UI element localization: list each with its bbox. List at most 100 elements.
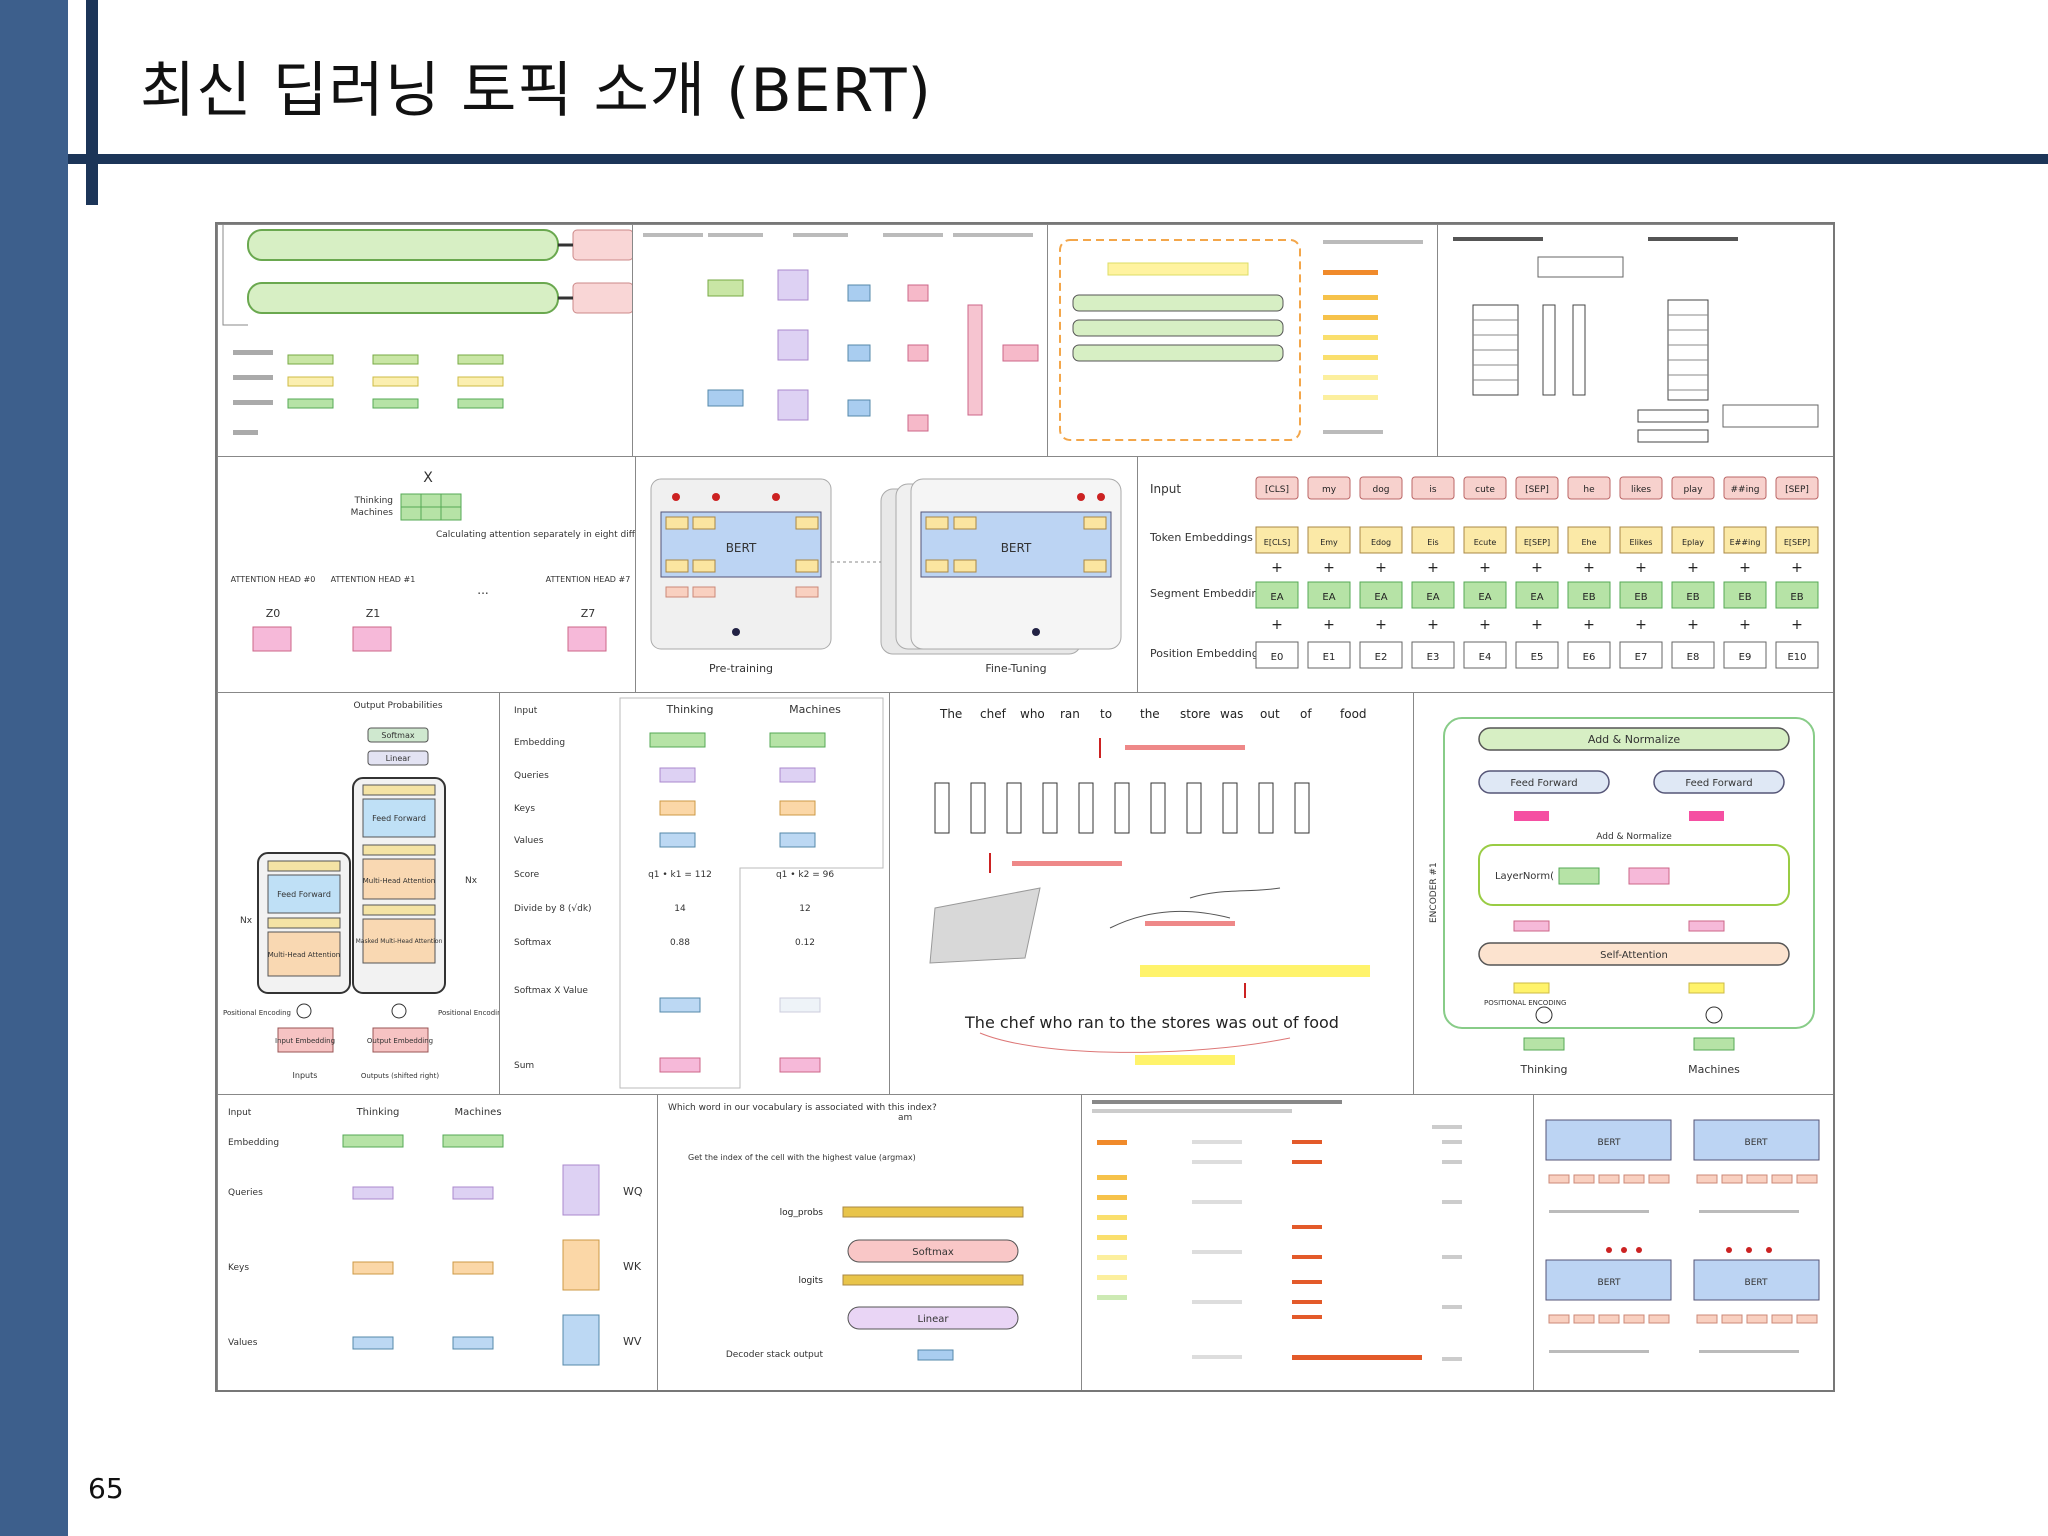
syntax-word: out (1260, 707, 1280, 721)
panel-bert-input-embeddings: Input Token Embeddings Segment Embedding… (1137, 456, 1833, 694)
segment-embedding-box (1515, 581, 1559, 609)
word-vector (1006, 782, 1022, 834)
head1-label: ATTENTION HEAD #1 (331, 575, 416, 584)
token-embedding-box (1567, 526, 1611, 554)
encoder-side-label: ENCODER #1 (1429, 862, 1439, 923)
token-input-box (1307, 476, 1351, 500)
qkv-row-embedding: Embedding (228, 1138, 279, 1148)
token-input-box (1463, 476, 1507, 500)
plus-sign: + (1687, 560, 1699, 576)
input-embedding-box: Input Embedding (275, 1037, 335, 1045)
plus-sign: + (1635, 560, 1647, 576)
qkv-row-queries: Queries (228, 1188, 263, 1198)
sa-row-label: Keys (514, 804, 535, 814)
logits-label: logits (799, 1276, 824, 1286)
plus-sign: + (1583, 560, 1595, 576)
token-input: likes (1631, 485, 1651, 495)
plus-sign: + (1479, 560, 1491, 576)
plus-sign: + (1531, 617, 1543, 633)
sa-div2: 12 (799, 904, 810, 914)
panel-encoder-block: ENCODER #1 Add & Normalize Feed Forward … (1413, 692, 1833, 1096)
token-input-box (1567, 476, 1611, 500)
position-embedding-box (1463, 641, 1507, 669)
word-vector (1294, 782, 1310, 834)
token-embedding: Elikes (1630, 538, 1653, 547)
softmax-box: Softmax (381, 731, 414, 740)
plus-sign: + (1427, 560, 1439, 576)
position-embedding-box (1359, 641, 1403, 669)
word-vector (934, 782, 950, 834)
qkv-col-machines: Machines (454, 1107, 501, 1118)
wq-label: WQ (623, 1185, 643, 1198)
bert-task-d: BERT (1745, 1278, 1768, 1288)
log-probs-label: log_probs (780, 1208, 824, 1218)
word-vector (1222, 782, 1238, 834)
sa-score1: q1 • k1 = 112 (648, 870, 712, 880)
segment-embedding-box (1671, 581, 1715, 609)
x-label: X (423, 470, 433, 486)
add-normalize-mid: Add & Normalize (1596, 832, 1672, 842)
sa-soft2: 0.12 (795, 938, 815, 948)
z0-label: Z0 (266, 607, 281, 620)
segment-embedding: EB (1686, 592, 1699, 603)
panel-attention-steps (632, 224, 1049, 458)
segment-embedding: EB (1790, 592, 1803, 603)
sa-row-label: Softmax X Value (514, 986, 588, 996)
token-embedding-box (1619, 526, 1663, 554)
z1-label: Z1 (366, 607, 381, 620)
syntax-word: to (1100, 707, 1112, 721)
position-embedding: E1 (1323, 652, 1336, 663)
position-embedding-box (1619, 641, 1663, 669)
plus-sign: + (1271, 560, 1283, 576)
plus-sign: + (1323, 560, 1335, 576)
sa-row-label: Values (514, 836, 544, 846)
linear-box: Linear (386, 754, 412, 763)
bert-finetune-label: BERT (1001, 541, 1032, 555)
syntax-word: the (1140, 707, 1160, 721)
panel-qkv-weights: Input Embedding Queries Keys Values Thin… (217, 1094, 659, 1390)
thinking-label: Thinking (353, 496, 393, 506)
word-vector (1078, 782, 1094, 834)
segment-embedding-box (1463, 581, 1507, 609)
row-label-token: Token Embeddings (1149, 531, 1253, 544)
plus-sign: + (1271, 617, 1283, 633)
plus-sign: + (1427, 617, 1439, 633)
sa-col-machines: Machines (789, 703, 841, 716)
segment-embedding: EA (1374, 592, 1387, 603)
word-vector (970, 782, 986, 834)
title-underline (68, 154, 2048, 164)
segment-embedding-box (1255, 581, 1299, 609)
finetuning-label: Fine-Tuning (985, 662, 1046, 675)
token-input-box (1723, 476, 1767, 500)
segment-embedding-box (1619, 581, 1663, 609)
inputs-label: Inputs (293, 1071, 318, 1080)
position-embedding-box (1723, 641, 1767, 669)
bert-illustration-collage: X Thinking Machines Calculating attentio… (215, 222, 1835, 1392)
token-embedding: E[SEP] (1784, 538, 1810, 547)
token-embedding-box (1359, 526, 1403, 554)
token-embedding: Eis (1427, 538, 1438, 547)
position-embedding-box (1307, 641, 1351, 669)
token-embedding: Emy (1320, 538, 1338, 547)
token-embedding-box (1255, 526, 1299, 554)
bert-task-a: BERT (1598, 1138, 1621, 1148)
bert-task-c: BERT (1598, 1278, 1621, 1288)
position-embedding: E5 (1531, 652, 1544, 663)
position-embedding-box (1671, 641, 1715, 669)
row-label-segment: Segment Embeddings (1150, 587, 1271, 600)
token-input-box (1255, 476, 1299, 500)
position-embedding: E9 (1739, 652, 1752, 663)
token-embedding-box (1411, 526, 1455, 554)
token-embedding-box (1515, 526, 1559, 554)
plus-sign: + (1791, 560, 1803, 576)
bert-task-b: BERT (1745, 1138, 1768, 1148)
segment-embedding: EA (1478, 592, 1491, 603)
position-embedding: E8 (1687, 652, 1700, 663)
bert-pretrain-label: BERT (726, 541, 757, 555)
token-embedding: Eplay (1682, 538, 1704, 547)
token-input: is (1429, 485, 1437, 495)
position-embedding-box (1567, 641, 1611, 669)
token-input: dog (1373, 485, 1390, 495)
add-normalize-top: Add & Normalize (1588, 733, 1680, 746)
